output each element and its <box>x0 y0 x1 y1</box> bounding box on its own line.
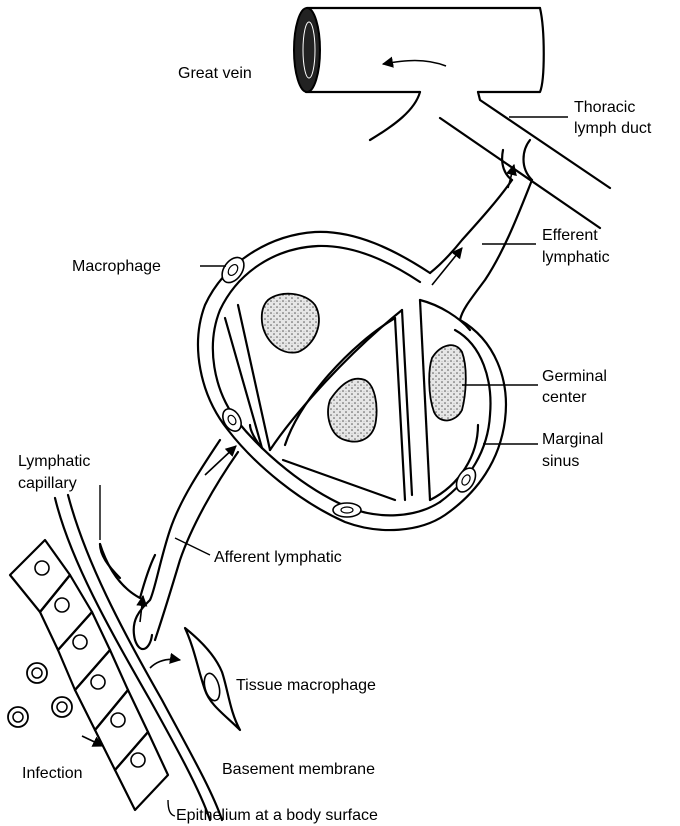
leader-lines <box>100 117 568 816</box>
label-efferent-1: Efferent <box>542 227 598 244</box>
label-germinal-1: Germinal <box>542 368 607 385</box>
label-thoracic-2: lymph duct <box>574 120 652 137</box>
label-marginal-1: Marginal <box>542 431 603 448</box>
afferent-lymphatic <box>100 440 238 649</box>
germinal-center-3 <box>429 345 466 420</box>
label-thoracic-1: Thoracic <box>574 99 635 116</box>
efferent-lymphatic <box>430 180 532 320</box>
label-lymphatic-capillary-1: Lymphatic <box>18 453 90 470</box>
macrophage-arrow <box>150 659 180 668</box>
label-great-vein: Great vein <box>178 65 252 82</box>
label-macrophage: Macrophage <box>72 258 161 275</box>
germinal-center-1 <box>262 294 319 353</box>
label-lymphatic-capillary-2: capillary <box>18 475 77 492</box>
tissue-macrophage-cell <box>185 628 240 730</box>
vein-flow-arrow <box>383 61 446 67</box>
label-marginal-2: sinus <box>542 453 579 470</box>
label-tissue-macrophage: Tissue macrophage <box>236 677 376 694</box>
label-epithelium: Epithelium at a body surface <box>176 807 378 824</box>
label-efferent-2: lymphatic <box>542 249 610 266</box>
label-basement-membrane: Basement membrane <box>222 761 375 778</box>
label-infection: Infection <box>22 765 82 782</box>
label-afferent-lymphatic: Afferent lymphatic <box>214 549 342 566</box>
great-vein <box>294 8 610 188</box>
infection-particles <box>8 663 72 727</box>
germinal-center-2 <box>328 379 376 442</box>
label-germinal-2: center <box>542 389 587 406</box>
